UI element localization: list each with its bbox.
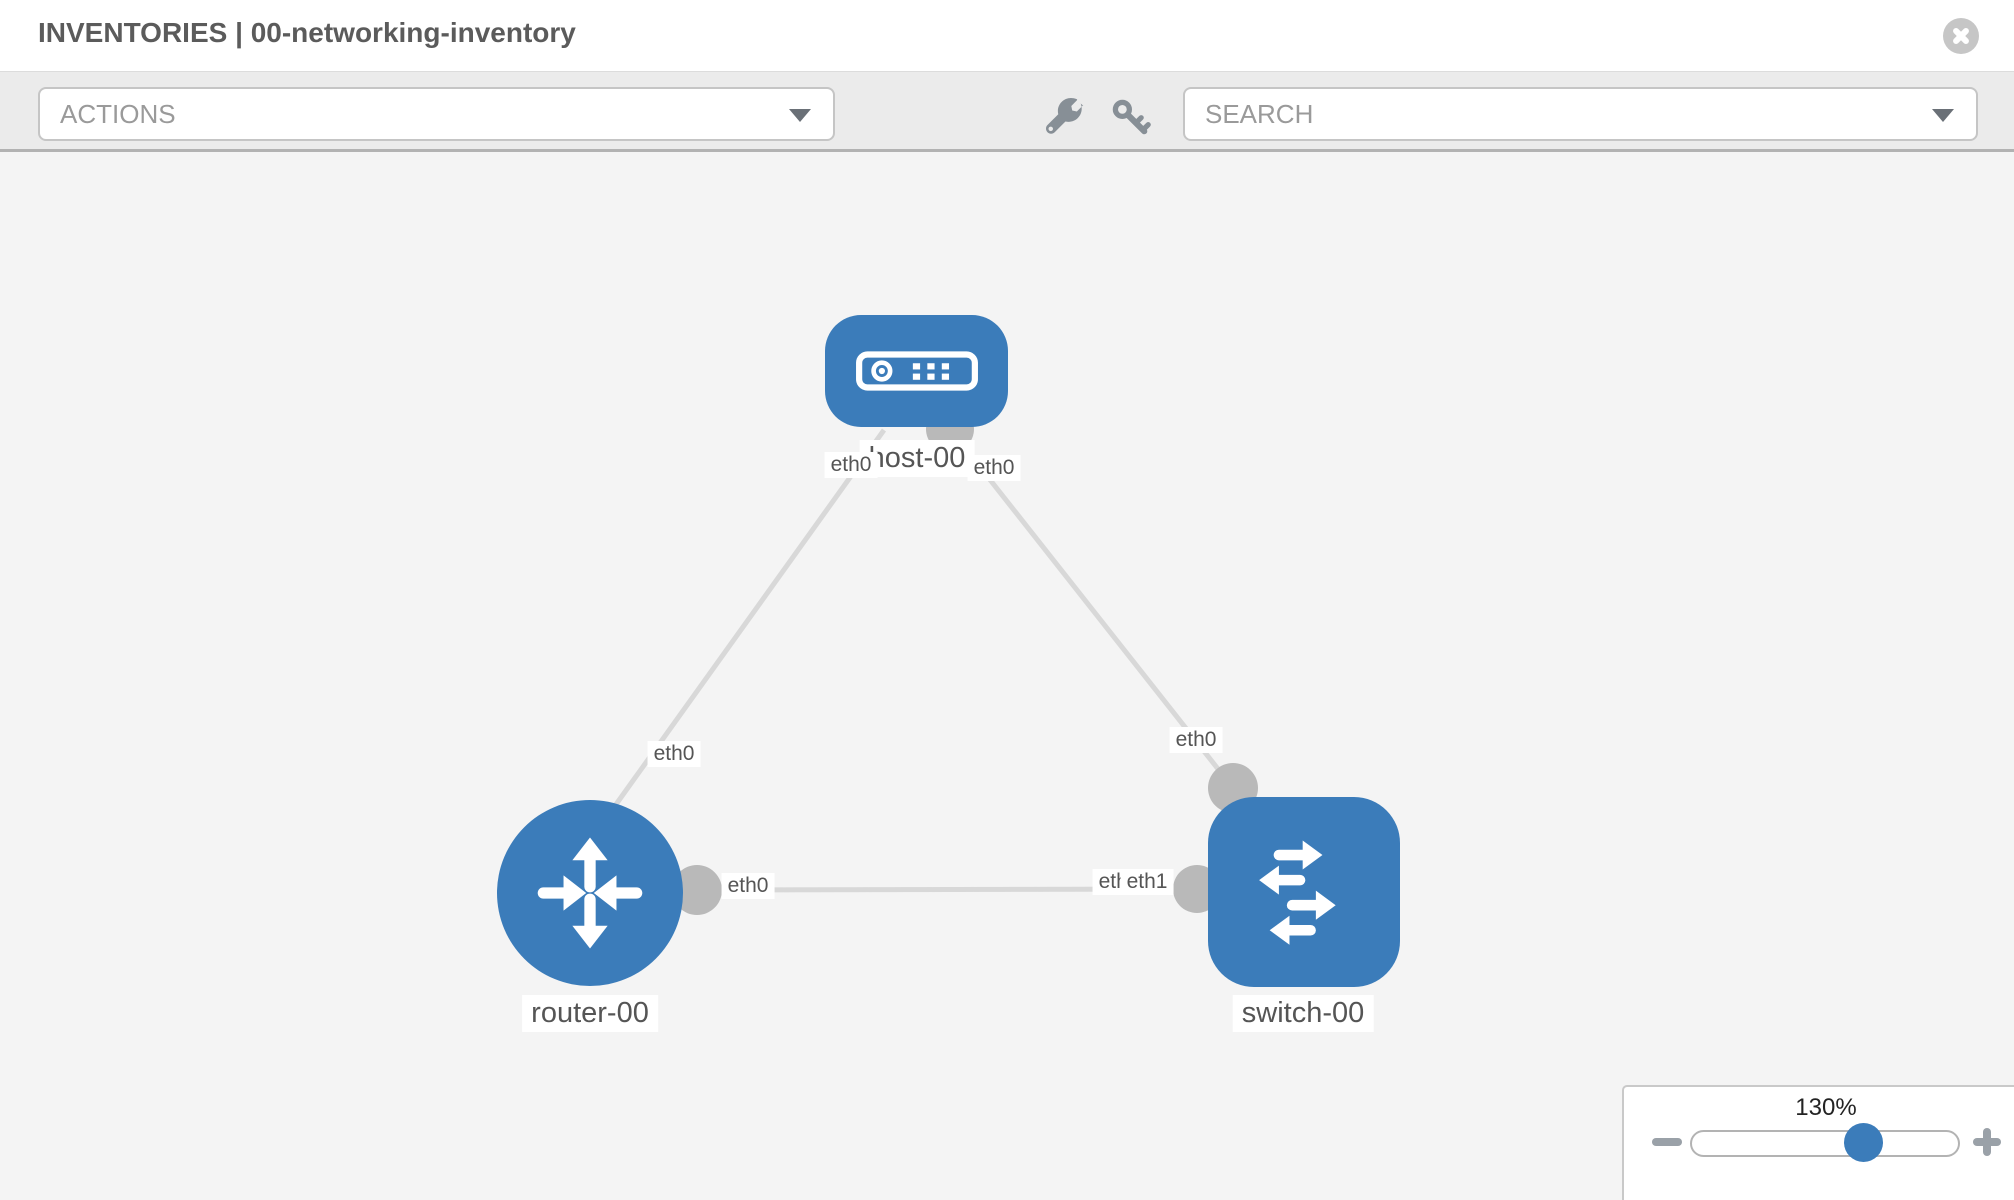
node-label-switch-00: switch-00: [1232, 995, 1374, 1032]
node-router-00[interactable]: [497, 800, 683, 986]
zoom-out-button[interactable]: [1652, 1138, 1682, 1146]
zoom-percent: 130%: [1795, 1094, 1857, 1121]
key-icon: [1112, 99, 1151, 135]
topology-canvas[interactable]: host-00 router-00 switch-00 eth0 eth0 et…: [0, 152, 2014, 1200]
zoom-control-panel: 130%: [1622, 1085, 2014, 1200]
search-dropdown-label: SEARCH: [1205, 99, 1314, 129]
node-host-00[interactable]: [825, 315, 1008, 427]
interface-dot-router-eth0: [672, 865, 722, 915]
host-icon: [855, 351, 978, 391]
router-icon: [537, 837, 643, 949]
actions-dropdown[interactable]: ACTIONS: [38, 87, 835, 141]
toolbar: ACTIONS SEARCH: [0, 72, 2014, 152]
interface-label-router-eth0-right: eth0: [721, 873, 775, 899]
node-switch-00[interactable]: [1208, 797, 1400, 987]
zoom-slider-track[interactable]: [1690, 1123, 1960, 1162]
links-layer: [609, 405, 1258, 915]
close-button[interactable]: [1943, 18, 1979, 54]
chevron-down-icon: [789, 109, 811, 122]
node-label-router-00: router-00: [522, 995, 658, 1032]
interface-label-switch-eth0-top: eth0: [1169, 727, 1223, 753]
search-dropdown[interactable]: SEARCH: [1183, 87, 1978, 141]
credentials-button[interactable]: [1110, 98, 1152, 140]
interface-label-switch-eth1-left: eth1: [1120, 869, 1174, 895]
zoom-in-button[interactable]: [1973, 1128, 2001, 1156]
configure-button[interactable]: [1046, 98, 1088, 140]
zoom-slider-handle[interactable]: [1844, 1123, 1883, 1162]
interface-label-host-eth0-right: eth0: [967, 455, 1021, 481]
header: INVENTORIES | 00-networking-inventory: [0, 0, 2014, 72]
interface-label-host-eth0-left: eth0: [824, 452, 878, 478]
wrench-icon: [1046, 98, 1084, 134]
page-title: INVENTORIES | 00-networking-inventory: [38, 17, 576, 48]
actions-dropdown-label: ACTIONS: [60, 99, 176, 129]
plus-icon: [1983, 1128, 1991, 1156]
node-label-host-00: host-00: [859, 440, 975, 477]
chevron-down-icon: [1932, 109, 1954, 122]
interface-label-router-eth0-top: eth0: [647, 741, 701, 767]
switch-icon: [1259, 840, 1336, 945]
